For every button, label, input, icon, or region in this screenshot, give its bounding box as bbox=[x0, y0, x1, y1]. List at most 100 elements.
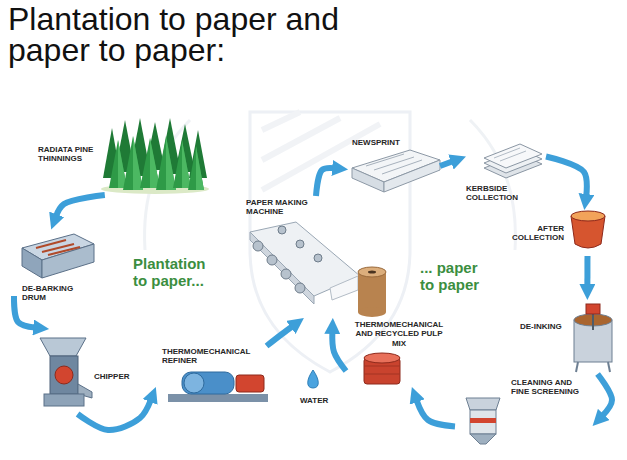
deinking-tank bbox=[608, 362, 610, 372]
stage-label: RADIATA PINE THINNINGS bbox=[38, 145, 102, 164]
newsprint-papers bbox=[352, 150, 440, 192]
chipper-machine bbox=[40, 338, 92, 406]
pulp-mix-tank bbox=[364, 366, 400, 367]
process-stage: DE-BARKING DRUM bbox=[14, 228, 100, 308]
refiner-machine bbox=[184, 373, 204, 393]
watermark-shield bbox=[145, 112, 516, 372]
screening-machine bbox=[466, 398, 500, 410]
collected-paper-stack bbox=[494, 148, 520, 158]
paper-machine bbox=[358, 307, 386, 317]
section-label: Plantation to paper... bbox=[133, 256, 217, 290]
paper-machine bbox=[250, 232, 314, 304]
refiner-machine bbox=[236, 375, 264, 392]
pine-trees bbox=[173, 140, 191, 188]
flow-arrow bbox=[546, 157, 587, 197]
process-stage: KERBSIDE COLLECTION bbox=[466, 140, 546, 206]
screening-machine bbox=[470, 418, 496, 423]
collection-vessel bbox=[571, 211, 605, 221]
newsprint-papers bbox=[352, 168, 384, 192]
stage-label: THERMOMECHANICAL AND RECYCLED PULP MIX bbox=[350, 320, 448, 348]
flow-arrow bbox=[598, 374, 612, 416]
deinking-tank bbox=[586, 304, 600, 314]
chipper-machine bbox=[44, 394, 84, 406]
collected-paper-stack bbox=[484, 144, 542, 168]
stage-label: CHIPPER bbox=[94, 372, 130, 381]
paper-machine bbox=[267, 255, 277, 265]
flow-arrow bbox=[584, 256, 590, 286]
pine-trees bbox=[140, 138, 160, 188]
process-stage: CHIPPER bbox=[36, 332, 140, 414]
pine-trees bbox=[196, 146, 204, 190]
watermark-shield bbox=[262, 112, 300, 130]
deinking-tank bbox=[574, 304, 612, 372]
flow-arrow bbox=[316, 168, 334, 196]
paper-machine bbox=[368, 271, 376, 274]
paper-machine bbox=[314, 254, 322, 262]
collection-vessel bbox=[571, 211, 605, 248]
deinking-tank bbox=[592, 314, 594, 330]
pine-trees bbox=[109, 140, 127, 188]
section-label: ... paper to paper bbox=[420, 260, 488, 294]
title: Plantation to paper and paper to paper: bbox=[8, 4, 408, 66]
flow-arrow bbox=[78, 400, 151, 430]
stage-label: AFTER COLLECTION bbox=[498, 224, 564, 243]
flow-arrow bbox=[440, 161, 453, 166]
deinking-tank bbox=[576, 362, 578, 372]
chipper-machine bbox=[55, 366, 73, 384]
flow-arrow bbox=[56, 195, 105, 216]
pulp-mix-tank bbox=[364, 353, 400, 363]
paper-machine bbox=[253, 241, 263, 251]
screening-machine bbox=[466, 398, 500, 444]
stage-label: THERMOMECHANICAL REFINER bbox=[162, 347, 262, 366]
stage-label: PAPER MAKING MACHINE bbox=[246, 198, 326, 217]
stage-label: NEWSPRINT bbox=[352, 138, 400, 147]
process-stage: NEWSPRINT bbox=[348, 138, 440, 194]
collected-paper-stack bbox=[500, 151, 526, 161]
pulp-mix-tank bbox=[364, 374, 400, 375]
paper-machine bbox=[295, 283, 305, 293]
refiner-machine bbox=[182, 372, 234, 394]
water-drop bbox=[308, 370, 319, 388]
connector-group bbox=[14, 157, 612, 431]
stage-label: DE-INKING bbox=[520, 322, 562, 331]
flow-arrow bbox=[417, 400, 455, 426]
chipper-machine bbox=[50, 356, 78, 394]
paper-machine bbox=[250, 222, 386, 317]
process-stage: RADIATA PINE THINNINGS bbox=[36, 115, 208, 195]
flow-arrow bbox=[332, 332, 346, 371]
paper-machine bbox=[278, 226, 286, 234]
newsprint-papers bbox=[384, 160, 440, 192]
water-drop bbox=[308, 370, 319, 388]
pulp-mix-tank bbox=[364, 353, 400, 384]
pine-trees bbox=[188, 146, 204, 190]
newsprint-papers bbox=[366, 154, 404, 166]
debarking-drum bbox=[22, 234, 94, 278]
stage-label: DE-BARKING DRUM bbox=[22, 284, 84, 303]
process-stage: AFTER COLLECTION bbox=[494, 210, 608, 256]
paper-machine bbox=[281, 269, 291, 279]
process-stage: PAPER MAKING MACHINE bbox=[240, 196, 392, 318]
debarking-drum bbox=[48, 247, 80, 255]
newsprint-papers bbox=[374, 157, 414, 170]
chipper-machine bbox=[40, 338, 86, 356]
process-stage: THERMOMECHANICAL REFINER bbox=[158, 346, 276, 406]
process-stage: DE-INKING bbox=[518, 300, 620, 374]
screening-machine bbox=[470, 434, 496, 444]
process-stage: THERMOMECHANICAL AND RECYCLED PULP MIX bbox=[346, 320, 452, 388]
stage-label: KERBSIDE COLLECTION bbox=[466, 184, 530, 203]
flow-arrow bbox=[267, 326, 293, 346]
process-stage: CLEANING AND FINE SCREENING bbox=[455, 376, 595, 448]
stage-label: CLEANING AND FINE SCREENING bbox=[511, 378, 588, 397]
paper-machine bbox=[358, 272, 386, 312]
debarking-drum bbox=[22, 248, 42, 278]
paper-machine bbox=[330, 276, 358, 300]
pine-trees bbox=[101, 118, 209, 194]
pine-trees bbox=[123, 136, 143, 190]
collected-paper-stack bbox=[484, 144, 542, 178]
paper-machine bbox=[296, 240, 304, 248]
input-label: WATER bbox=[300, 396, 328, 405]
screening-machine bbox=[470, 410, 496, 434]
newsprint-papers bbox=[382, 160, 422, 174]
debarking-drum bbox=[42, 244, 94, 278]
